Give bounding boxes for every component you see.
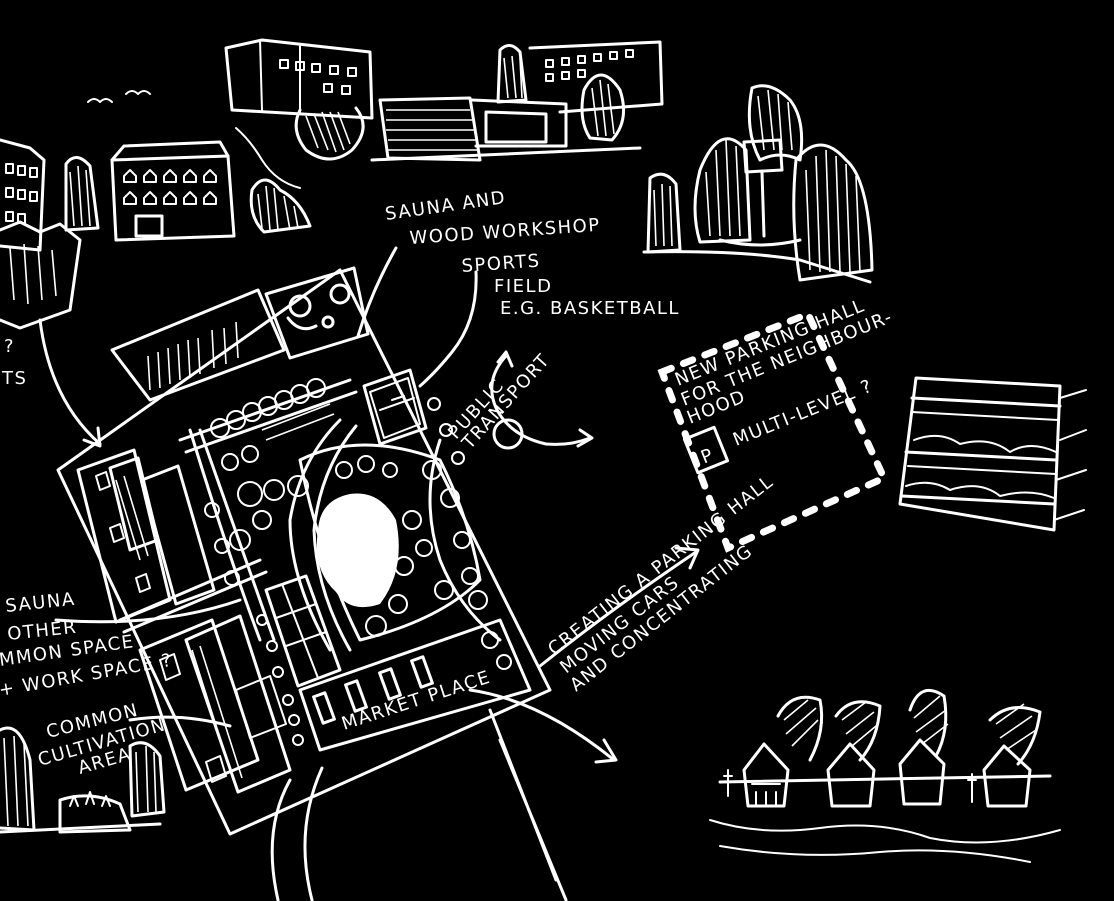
market-arrow: [468, 688, 616, 762]
left-connector-arrow: [38, 318, 102, 446]
parking-hall-arrow: [538, 550, 698, 668]
public-transport-arrow: [490, 354, 592, 446]
fragment-question-label: ?: [4, 336, 15, 357]
sauna-workshop-leader: [356, 246, 398, 338]
basketball-court-sketch: [642, 84, 874, 284]
annotation-arrows: [38, 246, 700, 764]
cultivation-sketch: [0, 726, 166, 834]
sports-field-label-line3: E.G. BASKETBALL: [500, 298, 680, 319]
sports-field-leader: [418, 270, 478, 388]
sauna-left-leader: [54, 598, 242, 624]
fragment-ts-label: TS: [1, 368, 27, 389]
site-plan: [56, 266, 568, 901]
sports-field-label-line2: FIELD: [494, 276, 552, 297]
multilevel-parking-sketch: [898, 376, 1087, 532]
top-buildings-sketch: [224, 38, 664, 189]
houses-sketch: [709, 688, 1061, 863]
cultivation-leader: [128, 715, 232, 728]
parking-hall-zone: [657, 309, 889, 553]
left-apartments-sketch: [0, 138, 312, 330]
birds-sketch: [87, 90, 151, 103]
